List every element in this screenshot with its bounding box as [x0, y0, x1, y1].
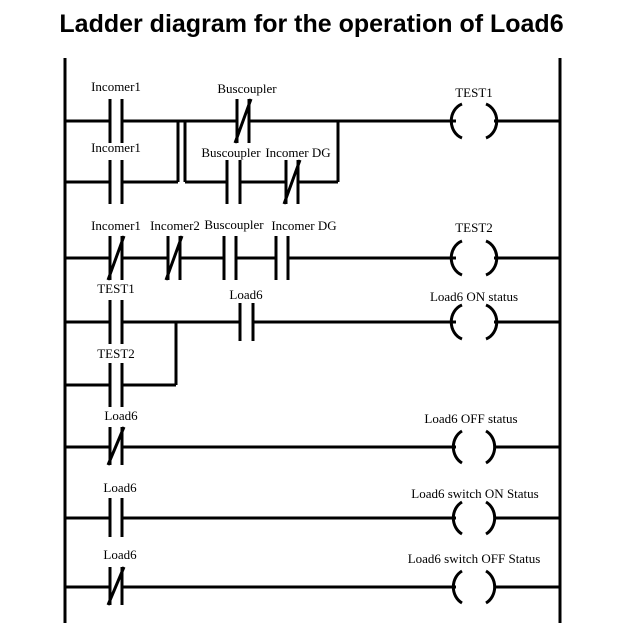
contact-label: Load6	[103, 480, 137, 495]
nc-contact	[106, 426, 126, 466]
contact-label: Buscoupler	[217, 81, 277, 96]
coil	[449, 239, 499, 277]
coil-label: Load6 OFF status	[424, 411, 517, 426]
coil	[451, 500, 497, 536]
coil	[449, 102, 499, 140]
rung-switch-off	[65, 566, 560, 606]
contact-label: TEST1	[97, 281, 135, 296]
contact-label: Incomer1	[91, 218, 141, 233]
nc-contact	[106, 566, 126, 606]
rung-off-status	[65, 426, 560, 466]
nc-contact	[282, 159, 302, 205]
rung-on-status	[65, 300, 560, 407]
contact-label: Incomer1	[91, 79, 141, 94]
rung-test2	[65, 235, 560, 281]
contact-label: Incomer2	[150, 218, 200, 233]
contact-label: Load6	[104, 408, 138, 423]
coil-label: TEST2	[455, 220, 493, 235]
coil	[449, 303, 499, 341]
coil	[451, 569, 497, 605]
no-contact	[225, 160, 242, 204]
coil-label: Load6 switch OFF Status	[408, 551, 541, 566]
rung-switch-on	[65, 498, 560, 537]
no-contact	[274, 236, 290, 280]
coil-label: Load6 ON status	[430, 289, 518, 304]
contact-label: Load6	[103, 547, 137, 562]
contact-label: Buscoupler	[204, 217, 264, 232]
contact-label: Buscoupler	[201, 145, 261, 160]
no-contact	[108, 160, 124, 204]
coil-label: TEST1	[455, 85, 493, 100]
coil	[451, 429, 497, 465]
contact-label: Incomer DG	[271, 218, 336, 233]
diagram-title: Ladder diagram for the operation of Load…	[59, 10, 564, 38]
no-contact	[108, 300, 124, 344]
nc-contact	[164, 235, 184, 281]
no-contact	[108, 363, 124, 407]
contact-label: TEST2	[97, 346, 135, 361]
nc-contact	[106, 235, 126, 281]
no-contact	[222, 236, 238, 280]
contact-label: Incomer1	[91, 140, 141, 155]
coil-label: Load6 switch ON Status	[411, 486, 538, 501]
no-contact	[108, 99, 124, 143]
no-contact	[108, 498, 124, 537]
no-contact	[238, 303, 255, 341]
rung-test1	[65, 98, 560, 205]
contact-label: Load6	[229, 287, 263, 302]
nc-contact	[233, 98, 253, 144]
contact-label: Incomer DG	[265, 145, 330, 160]
